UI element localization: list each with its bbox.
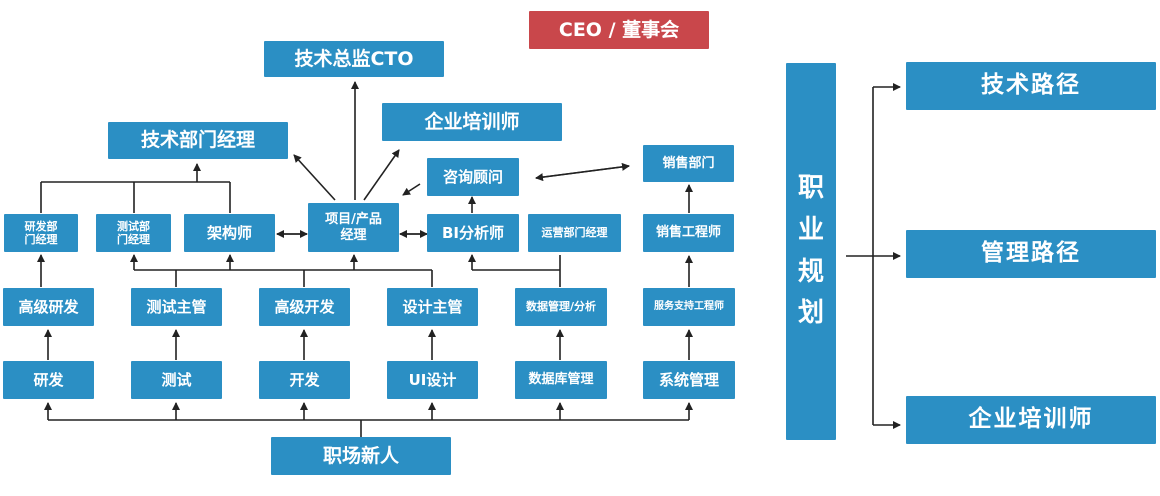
career-planning-box: 职 业 规 划 [786,63,836,440]
data-analysis-box: 数据管理/分析 [515,288,607,326]
senior-dev-box: 高级开发 [259,288,350,326]
management-path-box: 管理路径 [906,230,1156,278]
consultant-box: 咨询顾问 [427,158,519,196]
trainer-path-box: 企业培训师 [906,396,1156,444]
design-lead-box: 设计主管 [387,288,478,326]
bi-analyst-box: BI分析师 [427,214,519,252]
ceo-board-box: CEO / 董事会 [529,11,709,49]
test-lead-box: 测试主管 [131,288,222,326]
newcomer-box: 职场新人 [271,437,451,475]
cto-box: 技术总监CTO [264,41,444,77]
ui-design-box: UI设计 [387,361,478,399]
training-box: 企业培训师 [382,103,562,141]
test-box: 测试 [131,361,222,399]
architect-box: 架构师 [184,214,275,252]
project-manager-box: 项目/产品 经理 [308,203,399,252]
test-manager-box: 测试部 门经理 [96,214,171,252]
tech-manager-box: 技术部门经理 [108,122,288,159]
service-engineer-box: 服务支持工程师 [643,288,735,326]
rd-box: 研发 [3,361,94,399]
dev-box: 开发 [259,361,350,399]
ops-manager-box: 运营部门经理 [528,214,621,252]
tech-path-box: 技术路径 [906,62,1156,110]
sysadmin-box: 系统管理 [643,361,735,399]
senior-rd-box: 高级研发 [3,288,94,326]
sales-dept-box: 销售部门 [643,145,734,182]
sales-engineer-box: 销售工程师 [643,214,734,252]
db-admin-box: 数据库管理 [515,361,607,399]
rd-manager-box: 研发部 门经理 [4,214,78,252]
